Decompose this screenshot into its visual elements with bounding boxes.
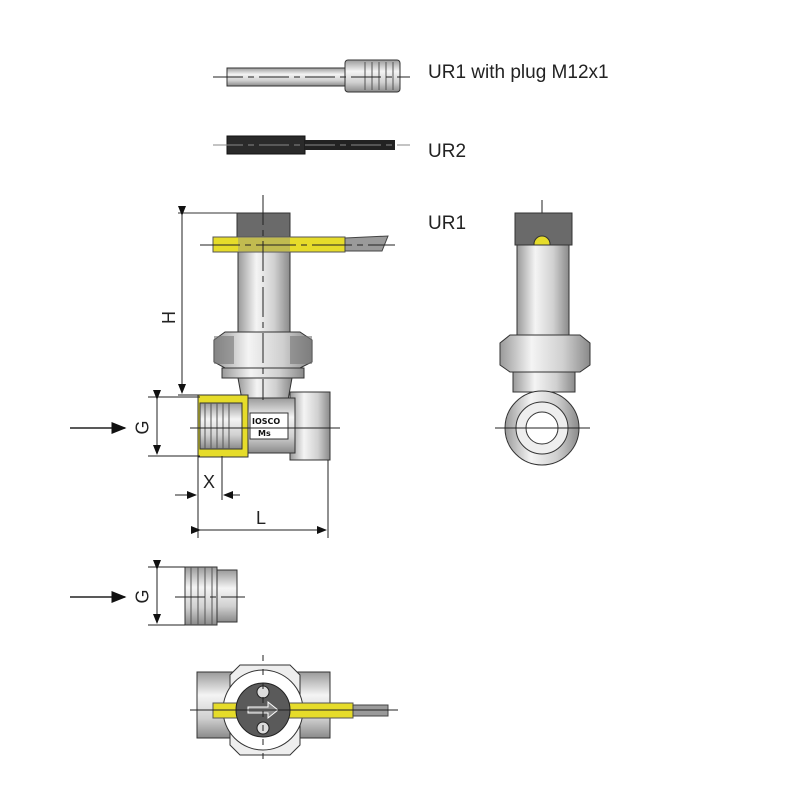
marking-material: Ms: [258, 429, 271, 438]
dimension-g-fitting: G: [132, 589, 153, 604]
thread-fitting: [70, 560, 245, 626]
ur1-plug-sensor: [213, 59, 410, 93]
label-ur2: UR2: [428, 141, 467, 162]
valve-top-view: [190, 655, 398, 765]
dimension-g: G: [132, 420, 153, 435]
valve-front-view: IOSCO Ms: [178, 195, 395, 461]
dimension-lines: [70, 206, 329, 538]
marking-brand: IOSCO: [252, 417, 280, 426]
dimension-h: H: [159, 311, 179, 324]
label-ur1-with-plug: UR1 with plug M12x1: [428, 62, 609, 83]
dimension-x: X: [203, 472, 216, 492]
valve-side-view: [495, 200, 591, 466]
ur2-sensor: [213, 135, 410, 155]
dimension-l: L: [256, 508, 267, 528]
label-ur1: UR1: [428, 213, 467, 234]
